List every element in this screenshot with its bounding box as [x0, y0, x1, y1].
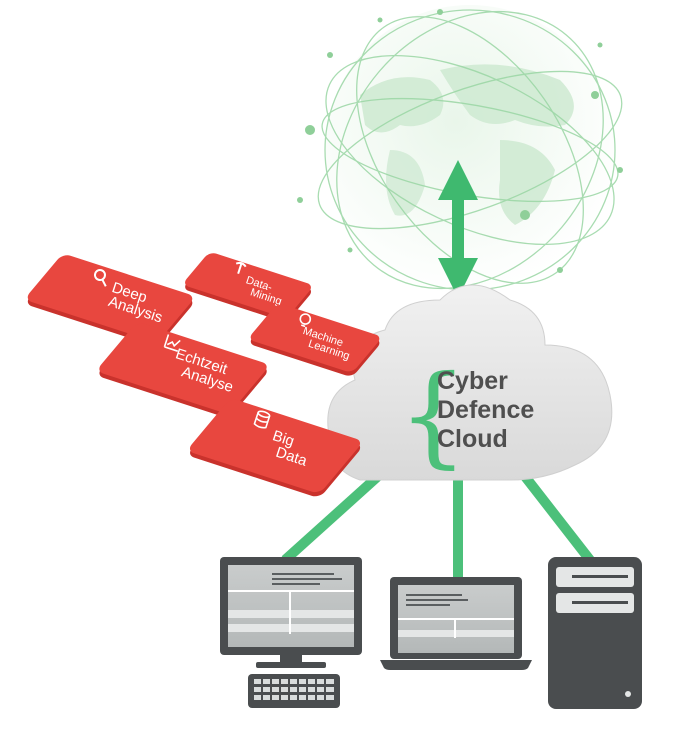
database-icon	[253, 410, 271, 429]
cloud-title-line-3: Cloud	[437, 425, 508, 453]
cyber-defence-cloud: { Cyber Defence Cloud	[327, 284, 613, 481]
sync-double-arrow-icon	[438, 160, 478, 298]
card-big-data	[189, 399, 361, 497]
globe	[297, 5, 623, 295]
card-deep-analysis	[27, 255, 193, 345]
line-chart-icon	[163, 334, 181, 352]
network-connectors	[281, 466, 594, 578]
cloud-brace: {	[398, 351, 468, 479]
lightbulb-icon	[299, 313, 312, 328]
cloud-title-line-2: Defence	[437, 396, 534, 424]
server-tower	[548, 557, 642, 709]
desktop-monitor	[220, 557, 362, 668]
magnifier-chart-icon	[94, 269, 107, 287]
card-machine-learning	[250, 304, 380, 376]
card-big-data-line-1: Big	[270, 427, 296, 450]
cloud-title-line-1: Cyber	[437, 367, 508, 395]
card-echtzeit-analyse	[99, 323, 267, 417]
keyboard	[248, 674, 340, 708]
laptop	[380, 577, 532, 670]
pickaxe-icon	[235, 261, 247, 275]
